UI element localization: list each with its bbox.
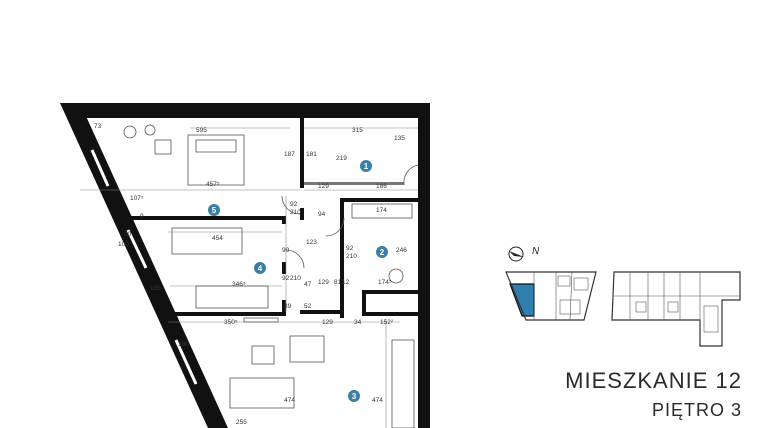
room-marker-3: 3 xyxy=(348,390,360,402)
svg-text:152²: 152² xyxy=(380,319,394,326)
outer-walls xyxy=(60,103,430,428)
svg-text:315: 315 xyxy=(352,127,363,134)
svg-text:12: 12 xyxy=(342,279,350,286)
furniture xyxy=(123,124,415,428)
apartment-title: MIESZKANIE 12 xyxy=(565,368,742,393)
svg-text:474: 474 xyxy=(372,397,383,404)
svg-text:30: 30 xyxy=(124,231,132,238)
floor-label: PIĘTRO 3 xyxy=(651,400,742,420)
interior-walls xyxy=(130,118,422,318)
svg-text:90: 90 xyxy=(282,247,290,254)
svg-text:123: 123 xyxy=(306,239,317,246)
svg-text:100: 100 xyxy=(118,241,129,248)
title-block: MIESZKANIE 12 PIĘTRO 3 xyxy=(565,368,742,422)
svg-text:9: 9 xyxy=(140,213,144,220)
svg-text:92: 92 xyxy=(282,275,290,282)
svg-text:92: 92 xyxy=(346,245,354,252)
svg-text:187: 187 xyxy=(284,151,295,158)
svg-text:47: 47 xyxy=(304,281,312,288)
svg-text:210: 210 xyxy=(290,209,301,216)
svg-text:219: 219 xyxy=(336,155,347,162)
svg-text:94: 94 xyxy=(318,211,326,218)
room-marker-4: 4 xyxy=(254,262,266,274)
svg-text:174: 174 xyxy=(376,207,387,214)
svg-text:255: 255 xyxy=(236,419,247,426)
dimension-lines xyxy=(80,127,418,428)
svg-text:73: 73 xyxy=(94,123,102,130)
key-plan xyxy=(505,271,741,347)
svg-text:346⁵: 346⁵ xyxy=(232,281,246,288)
svg-text:39: 39 xyxy=(284,303,292,310)
room-marker-2: 2 xyxy=(376,246,388,258)
svg-text:135: 135 xyxy=(394,135,405,142)
svg-text:92: 92 xyxy=(290,201,298,208)
svg-text:186: 186 xyxy=(376,183,387,190)
svg-text:457⁵: 457⁵ xyxy=(206,181,220,188)
svg-text:34: 34 xyxy=(354,319,362,326)
door-swings xyxy=(281,164,419,269)
room-marker-1: 1 xyxy=(360,160,372,172)
room-markers: 1 2 3 4 5 xyxy=(208,160,388,402)
svg-text:129: 129 xyxy=(318,183,329,190)
svg-text:81: 81 xyxy=(334,279,342,286)
svg-text:2: 2 xyxy=(380,248,385,257)
svg-text:210: 210 xyxy=(290,275,301,282)
svg-text:595: 595 xyxy=(196,127,207,134)
svg-text:350⁵: 350⁵ xyxy=(224,319,238,326)
svg-text:246: 246 xyxy=(396,247,407,254)
building-wing-b xyxy=(611,271,741,347)
svg-text:180: 180 xyxy=(178,341,189,348)
svg-text:474: 474 xyxy=(284,397,295,404)
svg-text:5: 5 xyxy=(212,206,217,215)
room-marker-5: 5 xyxy=(208,204,220,216)
svg-text:3: 3 xyxy=(352,392,357,401)
north-label: N xyxy=(532,246,540,257)
svg-text:454: 454 xyxy=(212,235,223,242)
svg-text:1: 1 xyxy=(364,162,369,171)
svg-text:107⁵: 107⁵ xyxy=(130,195,144,202)
svg-text:129: 129 xyxy=(322,319,333,326)
svg-text:52: 52 xyxy=(304,303,312,310)
north-arrow-icon xyxy=(508,246,524,262)
building-wing-a xyxy=(505,271,597,321)
svg-text:4: 4 xyxy=(258,264,263,273)
svg-text:129: 129 xyxy=(318,279,329,286)
svg-text:174⁵: 174⁵ xyxy=(378,279,392,286)
svg-text:181: 181 xyxy=(306,151,317,158)
dimension-labels: 595 457⁵ 315 219 187 181 129 186 92 210 … xyxy=(94,123,407,426)
windows xyxy=(90,149,198,385)
svg-text:210: 210 xyxy=(346,253,357,260)
svg-text:185: 185 xyxy=(150,285,161,292)
